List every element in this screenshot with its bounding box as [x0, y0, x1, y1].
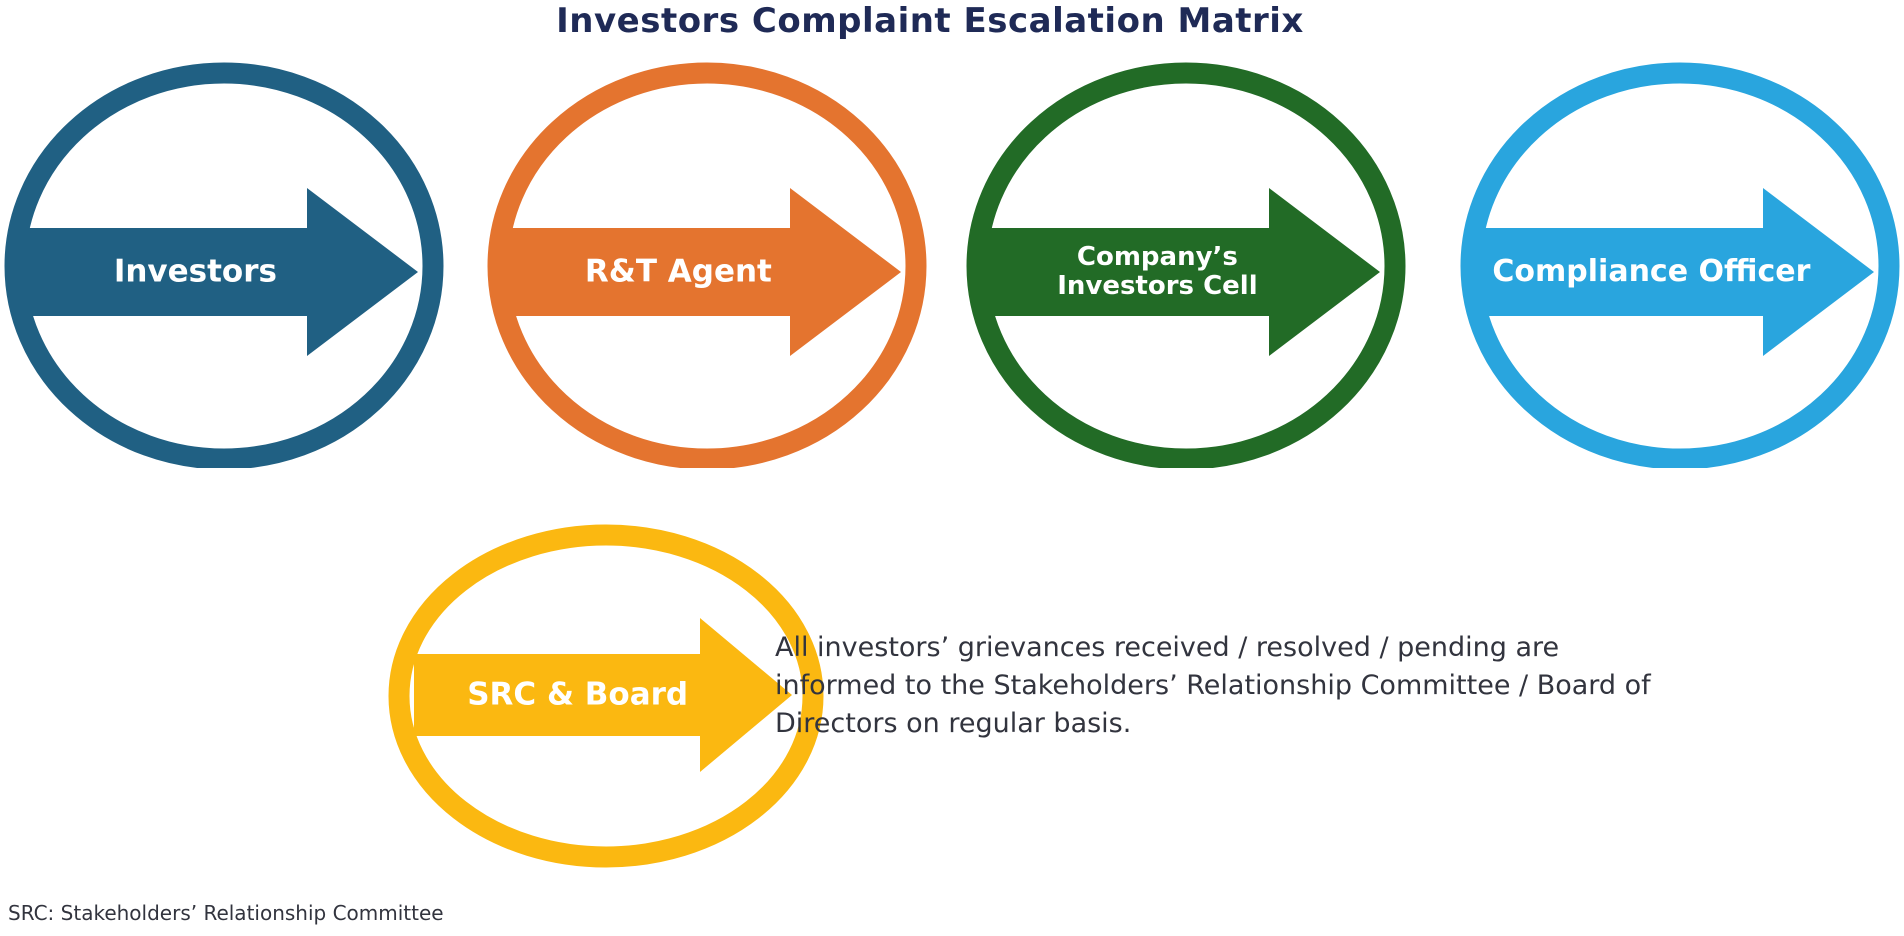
note-line: informed to the Stakeholders’ Relationsh…: [775, 670, 1651, 701]
step-badge-src-board: SRC & Board: [388, 524, 824, 868]
note-line: Directors on regular basis.: [775, 708, 1132, 739]
circle-arrow-graphic: [966, 62, 1406, 468]
circle-ring: [966, 62, 1406, 468]
circle-arrow-graphic: [388, 524, 824, 868]
circle-ring: [388, 524, 824, 868]
step-label: SRC & Board: [467, 676, 689, 713]
step-label-line1: Company’s: [1076, 241, 1238, 272]
page-title: Investors Complaint Escalation Matrix: [556, 1, 1304, 41]
arrow-right-icon: [414, 618, 792, 772]
circle-arrow-graphic: [487, 62, 927, 468]
step-badge-company-investors-cell: Company’s Investors Cell: [966, 62, 1406, 468]
arrow-right-icon: [978, 188, 1380, 356]
note-line: All investors’ grievances received / res…: [775, 632, 1560, 663]
step-label: Investors: [113, 253, 277, 290]
circle-arrow-graphic: [4, 62, 444, 468]
circle-arrow-graphic: [1460, 62, 1900, 468]
arrow-right-icon: [499, 188, 901, 356]
step-label: Compliance Officer: [1492, 254, 1811, 290]
step-label: R&T Agent: [584, 253, 772, 290]
arrow-right-icon: [1472, 188, 1874, 356]
circle-ring: [4, 62, 444, 468]
step-badge-compliance-officer: Compliance Officer: [1460, 62, 1900, 468]
footnote: SRC: Stakeholders’ Relationship Committe…: [8, 901, 444, 925]
step-badge-investors: Investors: [4, 62, 444, 468]
step-label-line2: Investors Cell: [1057, 271, 1258, 301]
step-badge-rt-agent: R&T Agent: [487, 62, 927, 468]
circle-ring: [1460, 62, 1900, 468]
circle-ring: [487, 62, 927, 468]
step-label: Company’s Investors Cell: [966, 241, 1349, 301]
arrow-right-icon: [16, 188, 418, 356]
note-text: All investors’ grievances received / res…: [775, 629, 1900, 743]
